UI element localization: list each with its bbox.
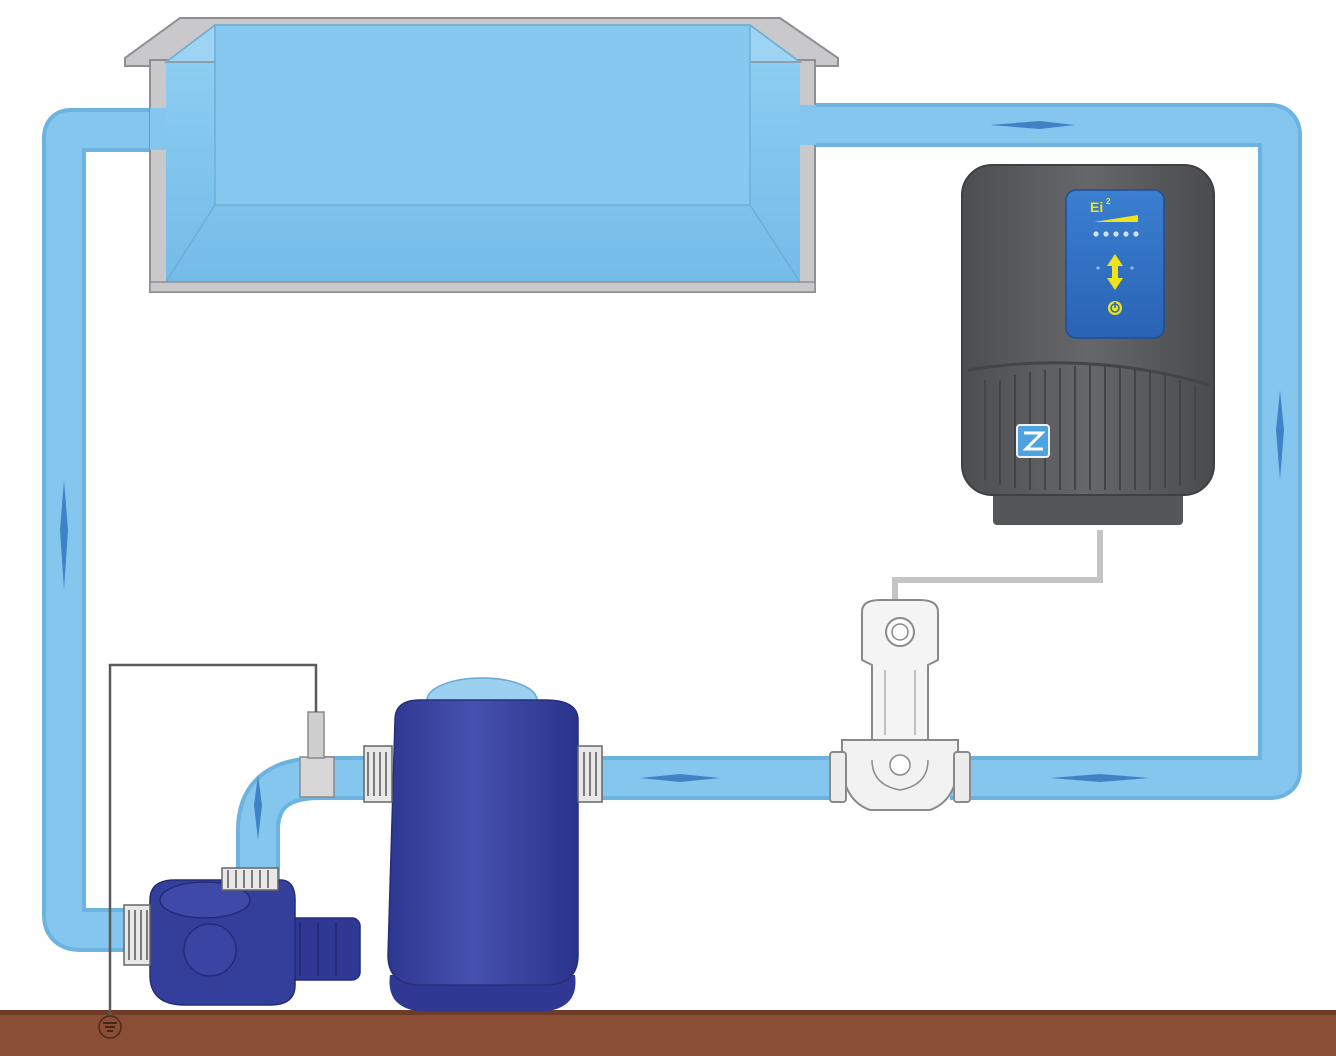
signal-wire: [108, 663, 318, 1035]
ground-floor: [0, 1010, 1336, 1056]
indicator-led: [1093, 231, 1099, 237]
flow-arrow-icon: [640, 774, 720, 782]
flow-arrow-icon: [990, 121, 1075, 129]
sand-filter: [363, 677, 603, 1012]
indicator-led: [1133, 231, 1139, 237]
flow-arrow-icon: [60, 480, 68, 590]
flow-arrows: [60, 121, 1284, 840]
flow-arrow-icon: [1050, 774, 1150, 782]
device-brand-superscript: 2: [1106, 197, 1111, 206]
indicator-led-row: [1093, 231, 1139, 237]
power-icon: [1108, 301, 1122, 315]
level-ramp-icon: [1094, 215, 1138, 222]
indicator-led: [1123, 231, 1129, 237]
electrolysis-cell: [829, 599, 971, 811]
indicator-led: [1113, 231, 1119, 237]
flow-sensor: [299, 711, 335, 798]
salt-chlorinator-control-unit: Ei 2: [961, 164, 1215, 525]
circulation-pump: [123, 867, 361, 1006]
flow-arrow-icon: [1276, 390, 1284, 480]
swimming-pool: [124, 17, 839, 293]
device-brand-label: Ei: [1090, 199, 1103, 215]
indicator-led: [1103, 231, 1109, 237]
flow-arrow-icon: [254, 775, 262, 840]
ground-symbol-icon: [98, 1015, 122, 1039]
zodiac-logo: [1016, 424, 1050, 458]
up-down-arrow-icon: [1107, 254, 1123, 290]
